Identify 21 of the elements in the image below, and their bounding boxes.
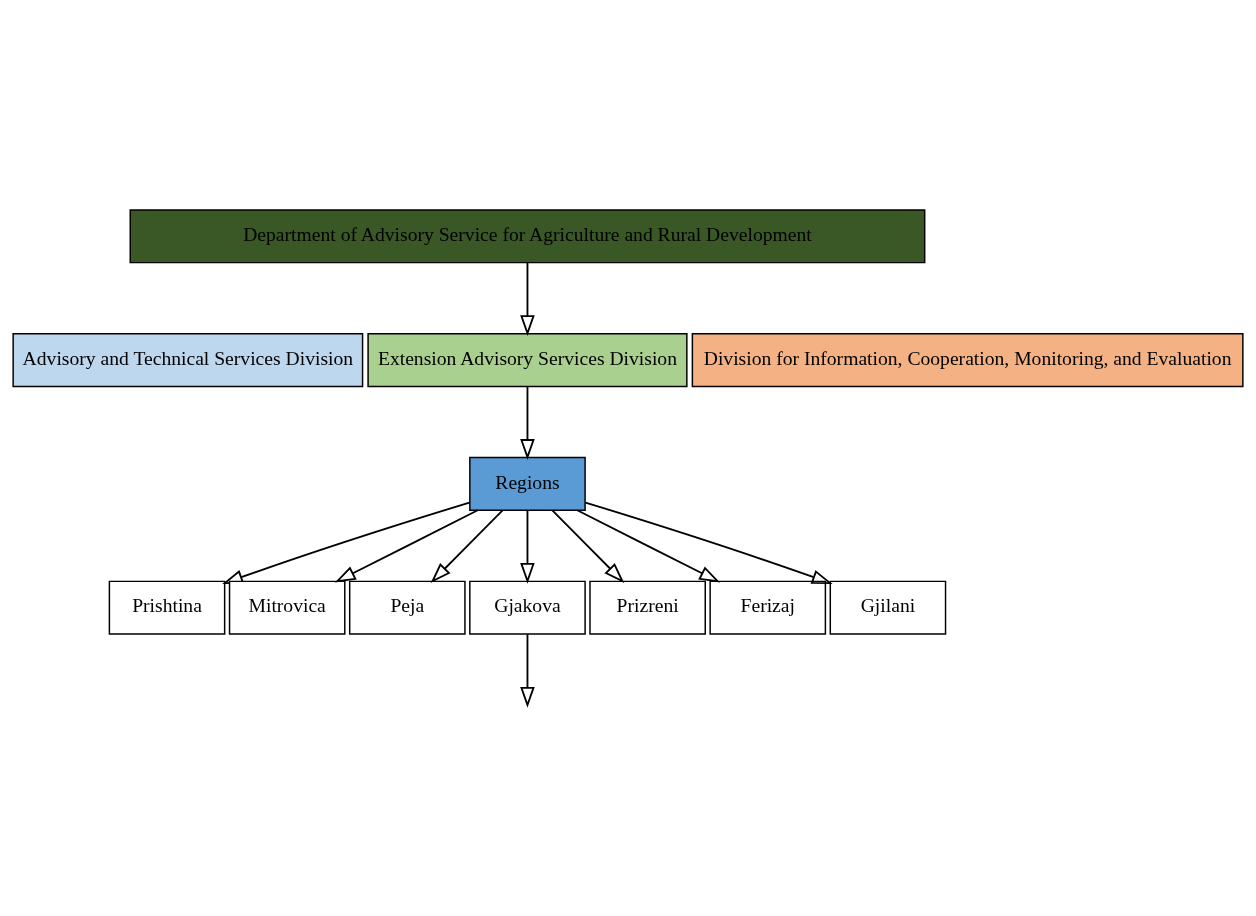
node-box: Gjakova [469,580,586,635]
node-box: Advisory and Technical Services Division [12,333,364,388]
node-box: Division for Information, Cooperation, Monitoring, and Evaluation [691,333,1244,388]
arrow [334,509,479,583]
node-box: Prishtina [108,580,226,635]
node-box: Prizreni [589,580,706,635]
node-box: Regions [469,456,586,511]
arrow [551,509,625,583]
node-box: Mitrovica [228,580,346,635]
arrow [520,633,535,708]
node-box: Extension Advisory Services Division [367,333,688,388]
arrow [520,509,535,584]
arrow [584,501,833,585]
node-box: Gjilani [829,580,947,635]
node-box: Department of Advisory Service for Agriculture and Rural Development [129,209,926,264]
arrow [520,385,535,460]
arrow [520,261,535,337]
arrow [576,509,721,583]
arrow [430,509,504,583]
node-box: Peja [348,580,466,635]
node-box: Ferizaj [709,580,827,635]
